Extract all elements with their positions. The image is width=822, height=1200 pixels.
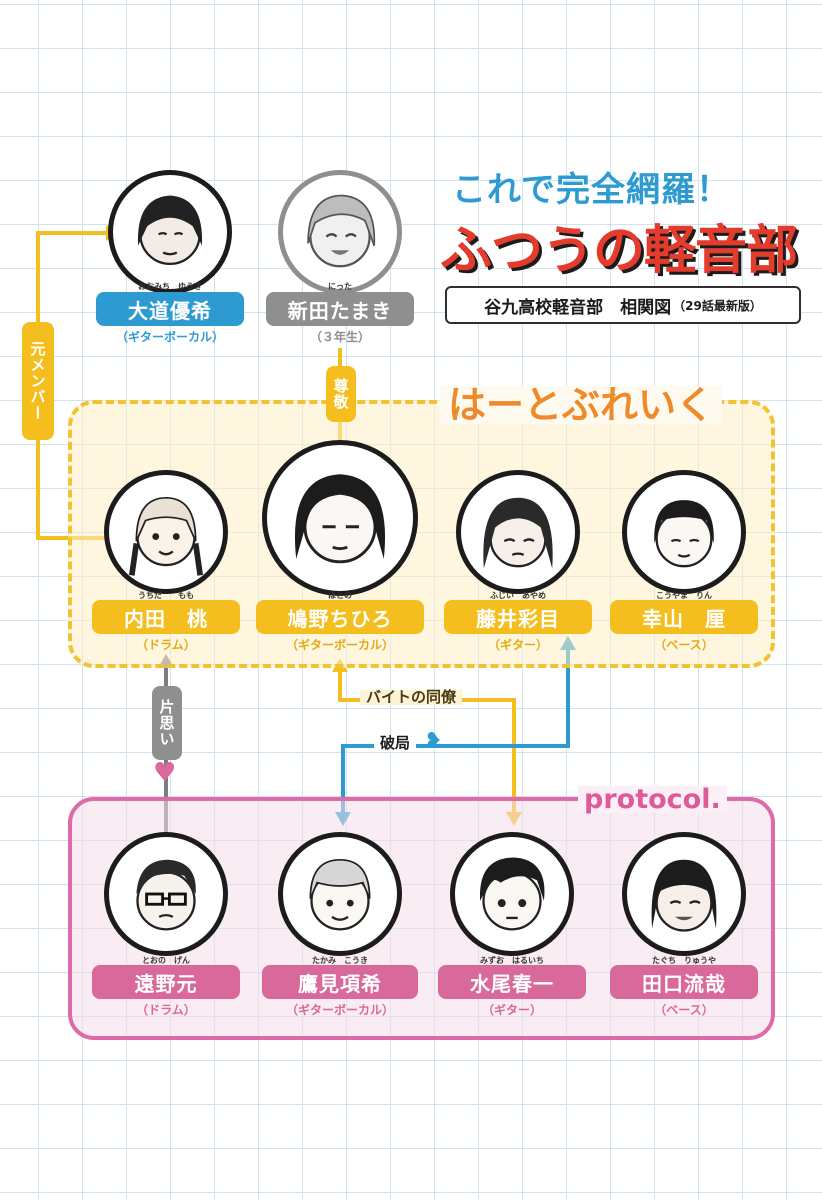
broken-heart-icon: ❥	[424, 729, 443, 754]
name-uchida: 内田 桃	[92, 600, 240, 634]
respect-label: 尊敬	[326, 366, 356, 422]
role-kouyama: （ベース）	[654, 638, 714, 652]
ruby-fujii: ふじい あやめ	[490, 591, 546, 600]
name-toono: 遠野元	[92, 965, 240, 999]
role-nitta: （３年生）	[309, 330, 370, 344]
ruby-mizuo: みずお はるいち	[480, 956, 544, 965]
subtitle-box: 谷九高校軽音部 相関図 （29話最新版）	[445, 286, 801, 324]
ruby-uchida: うちだ もも	[138, 591, 194, 600]
portrait-fujii	[456, 470, 580, 594]
name-taguchi: 田口流哉	[610, 965, 758, 999]
role-taguchi: （ベース）	[654, 1003, 714, 1017]
role-takami: （ギターボーカル）	[285, 1003, 394, 1017]
portrait-michi	[108, 170, 232, 294]
group-heartbreak-label: はーとぶれいく	[440, 386, 723, 424]
portrait-takami	[278, 832, 402, 956]
role-mizuo: （ギター）	[481, 1003, 542, 1017]
name-hatono: 鳩野ちひろ	[256, 600, 424, 634]
breakup-line	[341, 646, 570, 816]
heart-icon: ♥	[153, 758, 177, 788]
breakup-label: 破局	[374, 736, 417, 751]
portrait-mizuo	[450, 832, 574, 956]
ruby-toono: とおの げん	[142, 956, 190, 965]
portrait-kouyama	[622, 470, 746, 594]
name-nitta: 新田たまき	[266, 292, 414, 326]
ruby-taguchi: たぐち りゅうや	[652, 956, 716, 965]
former-member-label: 元メンバー	[22, 322, 54, 440]
role-michi: （ギターボーカル）	[115, 330, 224, 344]
ruby-nitta: にった	[328, 282, 352, 291]
title-line1: これで完全網羅！	[452, 170, 731, 210]
role-uchida: （ドラム）	[136, 638, 196, 652]
ruby-hatono: はとの	[328, 591, 352, 600]
role-hatono: （ギターボーカル）	[285, 638, 394, 652]
portrait-nitta	[278, 170, 402, 294]
portrait-hatono	[262, 440, 418, 596]
role-fujii: （ギター）	[487, 638, 548, 652]
portrait-uchida	[104, 470, 228, 594]
name-fujii: 藤井彩目	[444, 600, 592, 634]
subtitle-note: （29話最新版）	[673, 298, 762, 313]
portrait-taguchi	[622, 832, 746, 956]
ruby-michi: おおみち ゆうき	[138, 282, 202, 291]
group-protocol-label: protocol.	[578, 786, 727, 813]
ruby-takami: たかみ こうき	[312, 956, 368, 965]
name-michi: 大道優希	[96, 292, 244, 326]
name-mizuo: 水尾春一	[438, 965, 586, 999]
series-title: ふつうの軽音部	[440, 221, 798, 281]
name-takami: 鷹見項希	[262, 965, 418, 999]
portrait-toono	[104, 832, 228, 956]
subtitle-main: 谷九高校軽音部 相関図	[484, 297, 672, 318]
role-toono: （ドラム）	[136, 1003, 196, 1017]
name-kouyama: 幸山 厘	[610, 600, 758, 634]
ruby-kouyama: こうやま りん	[656, 591, 712, 600]
coworker-label: バイトの同僚	[360, 690, 463, 705]
crush-label: 片思い	[152, 686, 182, 760]
